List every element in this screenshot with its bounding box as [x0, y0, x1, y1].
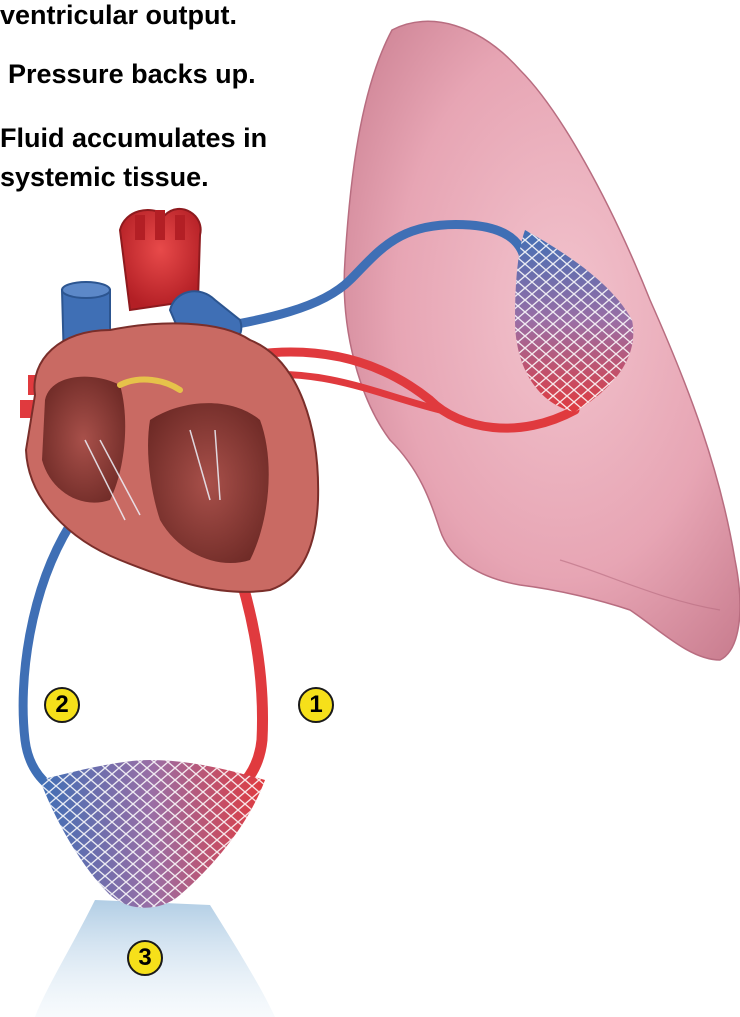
- caption-line-3a: Fluid accumulates in: [0, 123, 267, 153]
- systemic-capillary-bed: [40, 760, 265, 908]
- caption-line-3b: systemic tissue.: [0, 162, 209, 192]
- step-marker-3: 3: [127, 940, 163, 976]
- caption-line-1: ventricular output.: [0, 0, 237, 30]
- step-marker-2: 2: [44, 687, 80, 723]
- caption-line-2: Pressure backs up.: [8, 59, 256, 89]
- step-marker-1: 1: [298, 687, 334, 723]
